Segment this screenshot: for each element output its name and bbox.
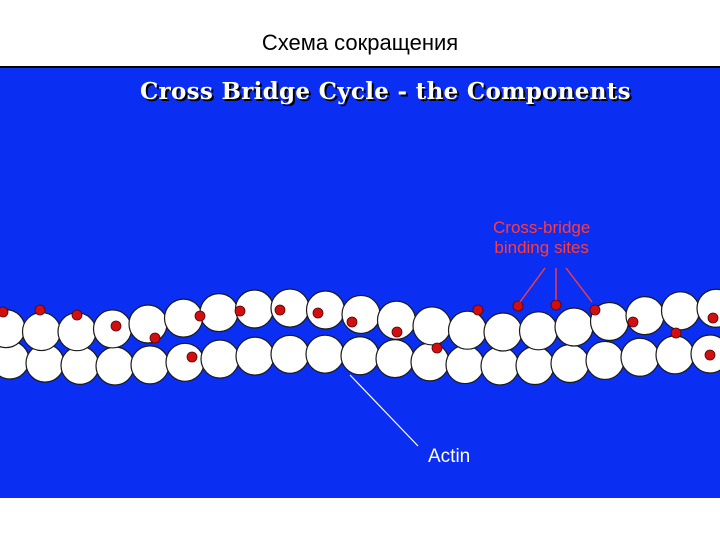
binding-site [71,309,83,321]
binding-site [312,307,324,319]
slide-title: Схема сокращения [261,30,459,55]
actin-bead [128,304,168,344]
actin-bead [95,346,135,386]
panel-divider [0,66,720,68]
actin-bead [60,345,100,385]
binding-site [704,349,716,361]
diagram-panel [0,66,720,498]
actin-bead [340,336,380,376]
leader-lines [349,267,593,447]
crossbridge-label-line2: binding sites [494,238,589,257]
binding-site [234,305,246,317]
actin-leader-line [349,374,419,447]
binding-site [186,351,198,363]
actin-bead [447,310,488,350]
actin-bead [550,343,590,384]
crossbridge-leader-line [519,267,546,303]
actin-bead [130,345,170,385]
actin-bead [165,342,205,382]
binding-site [707,312,719,324]
actin-bead [585,340,625,381]
actin-bead [620,337,660,377]
actin-bead [515,345,555,386]
binding-site [472,304,484,316]
actin-bead [305,334,345,374]
crossbridge-leader-line [565,267,593,303]
actin-bead [270,334,310,374]
actin-bead [483,312,523,352]
actin-bead [445,344,485,385]
crossbridge-label-line1: Cross-bridge [493,218,591,237]
actin-bead [341,294,381,335]
actin-bead [375,339,415,379]
binding-site [670,327,682,339]
actin-label: Actin [428,446,471,467]
binding-site [346,316,358,328]
actin-bead [655,335,695,375]
actin-bead [518,311,559,351]
actin-bead [305,290,346,330]
actin-bead [625,296,665,336]
binding-site [274,304,286,316]
binding-site [0,306,9,318]
binding-site [589,304,601,316]
actin-top-strand [0,288,720,363]
actin-bead [412,306,452,346]
actin-bead [410,342,450,382]
binding-site [550,299,562,311]
binding-site [391,326,403,338]
actin-bead [480,346,520,386]
actin-bead [21,311,62,352]
crossbridge-binding-sites-label: Cross-bridge binding sites [493,218,590,258]
actin-bead [235,336,275,376]
binding-site [149,332,161,344]
diagram-title: Cross Bridge Cycle - the Components [140,78,631,105]
actin-bottom-strand [0,334,720,386]
binding-site [512,300,524,312]
actin-bead [554,307,594,347]
binding-site [431,342,443,354]
actin-bead [199,293,239,333]
binding-site [34,304,46,316]
actin-bead [200,339,240,379]
binding-site [110,320,122,332]
binding-site [627,316,639,328]
binding-site [194,310,206,322]
actin-bead [660,291,701,331]
